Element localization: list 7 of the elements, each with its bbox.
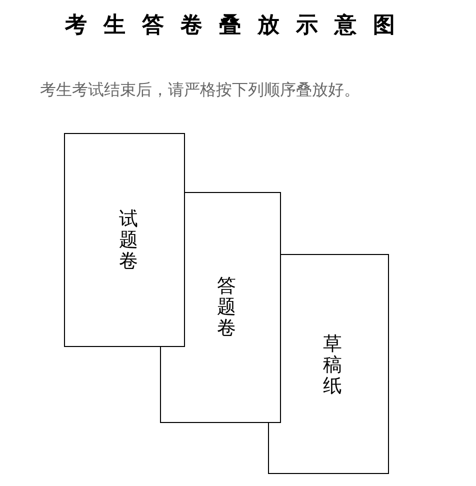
paper-sheet [64,133,185,347]
paper-sheet [268,254,389,474]
sheet-label: 答题卷 [217,276,236,339]
title: 考生答卷叠放示意图 [64,11,412,40]
instruction-text: 考生考试结束后，请严格按下列顺序叠放好。 [40,80,360,101]
sheet-label: 草稿纸 [323,334,342,397]
sheet-label: 试题卷 [119,209,138,272]
